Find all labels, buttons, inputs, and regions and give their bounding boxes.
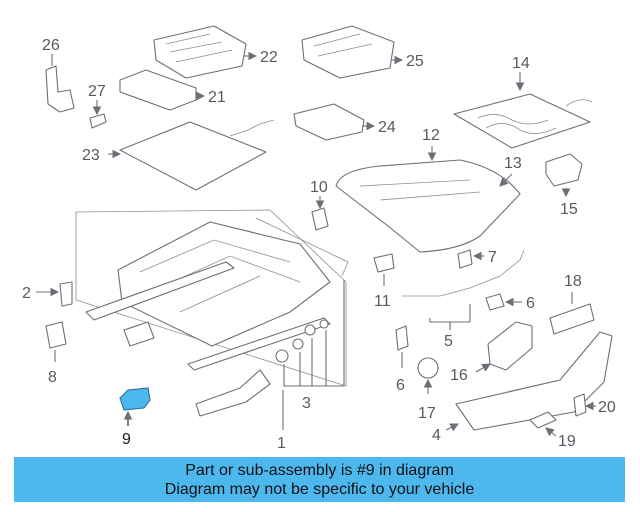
part-4-side-shield[interactable]	[445, 331, 613, 432]
part-1-seat-frame[interactable]	[85, 217, 349, 371]
part-21-module[interactable]	[119, 69, 206, 111]
callout-3: 3	[302, 395, 311, 412]
callout-2: 2	[22, 285, 31, 302]
part-17-actuator[interactable]	[417, 357, 439, 394]
callout-6b: 6	[396, 377, 405, 394]
part-20-knob[interactable]	[573, 393, 596, 417]
callout-23: 23	[82, 147, 100, 164]
info-banner: Part or sub-assembly is #9 in diagram Di…	[14, 457, 625, 502]
callout-22: 22	[260, 49, 278, 66]
callout-10: 10	[310, 179, 328, 196]
part-11-clip[interactable]	[373, 253, 395, 286]
part-24-module[interactable]	[293, 103, 376, 141]
callout-24: 24	[378, 119, 396, 136]
part-27-clip[interactable]	[89, 100, 107, 129]
part-9-highlighted[interactable]	[119, 387, 151, 426]
part-15-switch[interactable]	[545, 153, 583, 198]
part-3-fasteners[interactable]	[275, 280, 345, 387]
part-2-bolt[interactable]	[36, 281, 73, 307]
part-7-clip[interactable]	[457, 249, 484, 269]
part-5-cable[interactable]	[402, 249, 525, 330]
callout-18: 18	[564, 273, 582, 290]
callout-25: 25	[406, 53, 424, 70]
callout-27: 27	[88, 83, 106, 100]
banner-line-2: Diagram may not be specific to your vehi…	[164, 480, 475, 498]
part-23-heater-mat[interactable]	[108, 119, 275, 191]
callout-19: 19	[558, 433, 576, 450]
part-6-screw-upper[interactable]	[485, 293, 522, 311]
frame-group-outline	[75, 209, 347, 387]
part-14-heater-pad[interactable]	[453, 72, 593, 149]
callout-20: 20	[598, 399, 616, 416]
banner-line-1: Part or sub-assembly is #9 in diagram	[185, 461, 454, 479]
callout-11: 11	[374, 293, 391, 310]
part-6-screw-lower[interactable]	[395, 325, 409, 368]
callout-21: 21	[208, 89, 226, 106]
callout-6a: 6	[526, 295, 535, 312]
callout-4: 4	[432, 427, 441, 444]
frame-motor[interactable]	[195, 369, 271, 417]
callout-8: 8	[48, 369, 57, 386]
callout-1: 1	[277, 435, 286, 452]
callout-16: 16	[450, 367, 468, 384]
callout-9: 9	[122, 431, 131, 448]
part-26-bracket[interactable]	[45, 54, 75, 113]
part-22-control-module[interactable]	[153, 25, 258, 79]
part-8-clip[interactable]	[45, 321, 67, 362]
part-25-control-module[interactable]	[301, 25, 404, 79]
part-16-motor[interactable]	[475, 321, 533, 373]
callout-7: 7	[488, 249, 497, 266]
callout-13: 13	[504, 155, 522, 172]
callout-5: 5	[444, 333, 453, 350]
callout-17: 17	[418, 405, 436, 422]
callout-15: 15	[560, 201, 578, 218]
part-18-switch[interactable]	[549, 292, 595, 335]
part-10-clip[interactable]	[311, 196, 329, 231]
callout-12: 12	[422, 127, 440, 144]
part-12-cushion[interactable]	[335, 146, 521, 253]
parts-diagram: 26 27 22 21 25 24 23	[22, 25, 616, 452]
part-19-knob[interactable]	[529, 411, 557, 437]
callout-14: 14	[512, 55, 530, 72]
callout-26: 26	[42, 37, 60, 54]
